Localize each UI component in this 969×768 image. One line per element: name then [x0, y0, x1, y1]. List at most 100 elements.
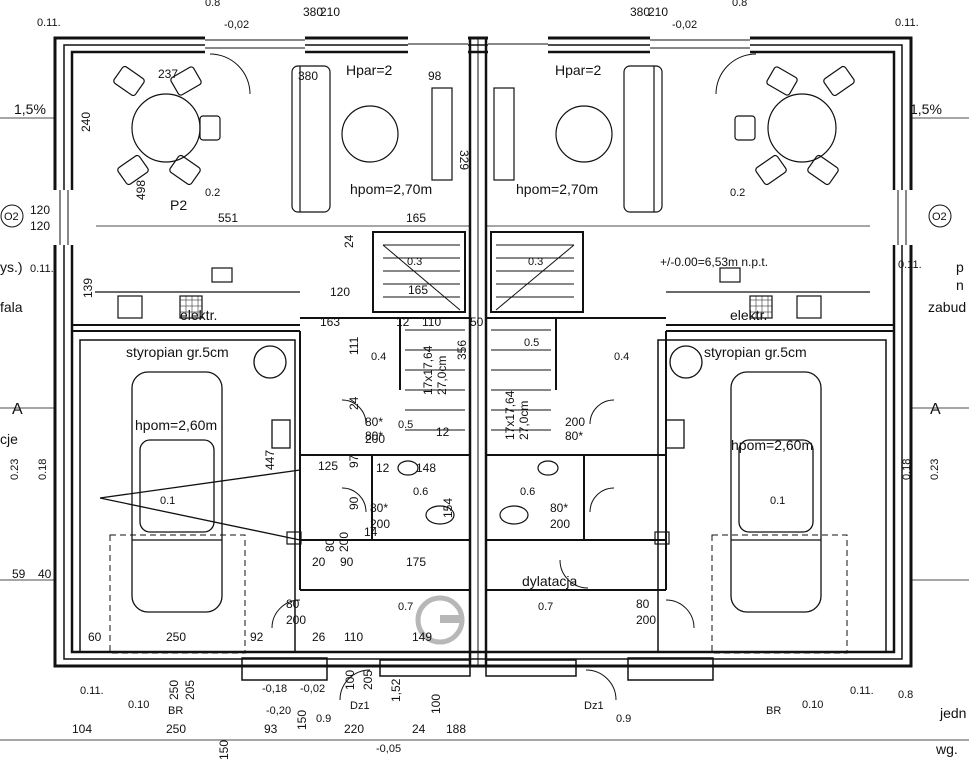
door-w-2l: 80*	[370, 501, 388, 515]
dim-l-250: 250	[166, 630, 186, 644]
door-w-2r: 80*	[550, 501, 568, 515]
dim-l-498: 498	[134, 180, 148, 200]
kitchen-left: elektr.	[180, 307, 217, 323]
tag-hall-left: 0.4	[371, 351, 386, 363]
dim-l-120b: 120	[30, 219, 50, 233]
tag-bath-right: 0.6	[520, 486, 535, 498]
dim-l-329: 329	[457, 150, 471, 170]
door-w-1l-real: 80*	[365, 415, 383, 429]
door-h-1r: 200	[565, 415, 585, 429]
tag-side-l-5: 0.23	[9, 459, 21, 480]
tag-top-1: 0.8	[205, 0, 220, 9]
dim-l-12b: 12	[436, 425, 450, 439]
tag-top-right: 0.11.	[895, 17, 919, 29]
stair-text-right-2: 27,0cm	[517, 401, 531, 440]
dim-l-97: 97	[347, 454, 361, 468]
hpom-living-left: hpom=2,70m	[350, 181, 432, 197]
interior-walls	[72, 231, 894, 653]
level-zero: +/-0.00=6,53m n.p.t.	[660, 255, 768, 269]
tag-living-left: 0.2	[205, 187, 220, 199]
dim-l-125: 125	[318, 459, 338, 473]
dim-l-188: 188	[446, 722, 466, 736]
tag-stair-left: 0.3	[407, 256, 422, 268]
hpar-left: Hpar=2	[346, 62, 393, 78]
dim-l-104: 104	[72, 722, 92, 736]
tag-side-r-3: 0.10	[802, 699, 823, 711]
room-p2: P2	[170, 197, 187, 213]
dim-l-551: 551	[218, 211, 238, 225]
hpar-right: Hpar=2	[555, 62, 602, 78]
vdim-l-1: 250	[167, 680, 181, 700]
dim-l-250b: 250	[166, 722, 186, 736]
tag-side-l-4: 0.9	[316, 713, 331, 725]
edge-n: n	[956, 277, 964, 293]
right-edge-text: 1,5% p n zabud A O2 jedn wg. 0.11. 0.11.…	[616, 101, 966, 757]
left-unit-text: Hpar=2 hpom=2,70m P2 0.2 0.3 0.4 0.5 0.6…	[126, 62, 449, 717]
dim-l-149: 149	[412, 630, 432, 644]
door-h-3l: 200	[286, 613, 306, 627]
dim-l-60: 60	[88, 630, 102, 644]
tag-side-l-6: 0.18	[37, 459, 49, 480]
vdim-l-5: 205	[361, 670, 375, 690]
dim-top-4: 210	[648, 5, 668, 19]
tag-top-left: 0.11.	[37, 17, 61, 29]
lvl-l-1: -0,18	[262, 683, 287, 695]
edge-jedn: jedn	[939, 705, 966, 721]
dim-l-120c: 120	[330, 285, 350, 299]
door-h-2l: 200	[370, 517, 390, 531]
edge-p: p	[956, 259, 964, 275]
tag-side-r-6: 0.23	[929, 459, 941, 480]
dim-l-120a: 120	[30, 203, 50, 217]
door-h-2r: 200	[550, 517, 570, 531]
dim-l-154: 154	[441, 498, 455, 518]
door-w-3r: 80	[636, 597, 650, 611]
vdim-l-8: 150	[217, 740, 231, 760]
dim-l-14: 14	[364, 525, 378, 539]
insul-right: styropian gr.5cm	[704, 344, 807, 360]
hpom-living-right: hpom=2,70m	[516, 181, 598, 197]
dim-l-175: 175	[406, 555, 426, 569]
vdim-l-6: 1,52	[389, 678, 403, 702]
edge-cje: cje	[0, 431, 18, 447]
dim-l-110b: 110	[344, 630, 363, 644]
tag-hall-right: 0.4	[614, 351, 629, 363]
slope-right: 1,5%	[910, 101, 942, 117]
tag-wc-left: 0.5	[398, 419, 413, 431]
axis-marker-left	[0, 204, 24, 228]
stair-text-left-1: 17x17,64	[421, 345, 435, 395]
tag-side-l-3: 0.10	[128, 699, 149, 711]
br-left: BR	[168, 705, 183, 717]
joint-right: dylatacja	[522, 573, 577, 589]
axis-o2-left: O2	[4, 211, 19, 223]
hpom-garage-right: hpom=2,60m	[731, 437, 813, 453]
tag-side-r-5: 0.8	[898, 689, 913, 701]
dim-l-24: 24	[412, 722, 426, 736]
tag-bath-left: 0.6	[413, 486, 428, 498]
dim-l-220: 220	[344, 722, 364, 736]
windows	[53, 36, 913, 245]
dim-l-447: 447	[263, 450, 277, 470]
section-a-left: A	[12, 401, 23, 418]
door-swings	[209, 53, 757, 701]
vdim-l-2: 205	[183, 680, 197, 700]
dim-l-90b: 90	[340, 555, 354, 569]
dim-l-20: 20	[312, 555, 326, 569]
hpom-garage-left: hpom=2,60m	[135, 417, 217, 433]
tag-stair-right: 0.3	[528, 256, 543, 268]
dim-l-59: 59	[12, 567, 26, 581]
tag-wc-right: 0.5	[524, 337, 539, 349]
edge-fala: fala	[0, 299, 23, 315]
level-top-left: -0,02	[224, 19, 249, 31]
right-unit-text: Hpar=2 hpom=2,70m 0.2 0.3 0.4 0.5 0.6 0.…	[503, 62, 813, 717]
dim-l-139: 139	[81, 278, 95, 298]
tag-side-r-4: 0.9	[616, 713, 631, 725]
dim-l-26: 26	[312, 630, 326, 644]
dim-top-2: 210	[320, 5, 340, 19]
tag-side-r-7: 0.18	[901, 459, 913, 480]
living-furniture	[95, 65, 870, 319]
tag-vest-left: 0.7	[398, 601, 413, 613]
axis-marker-right	[928, 204, 952, 228]
dim-l-240: 240	[79, 112, 93, 132]
watermark-logo	[415, 595, 465, 645]
